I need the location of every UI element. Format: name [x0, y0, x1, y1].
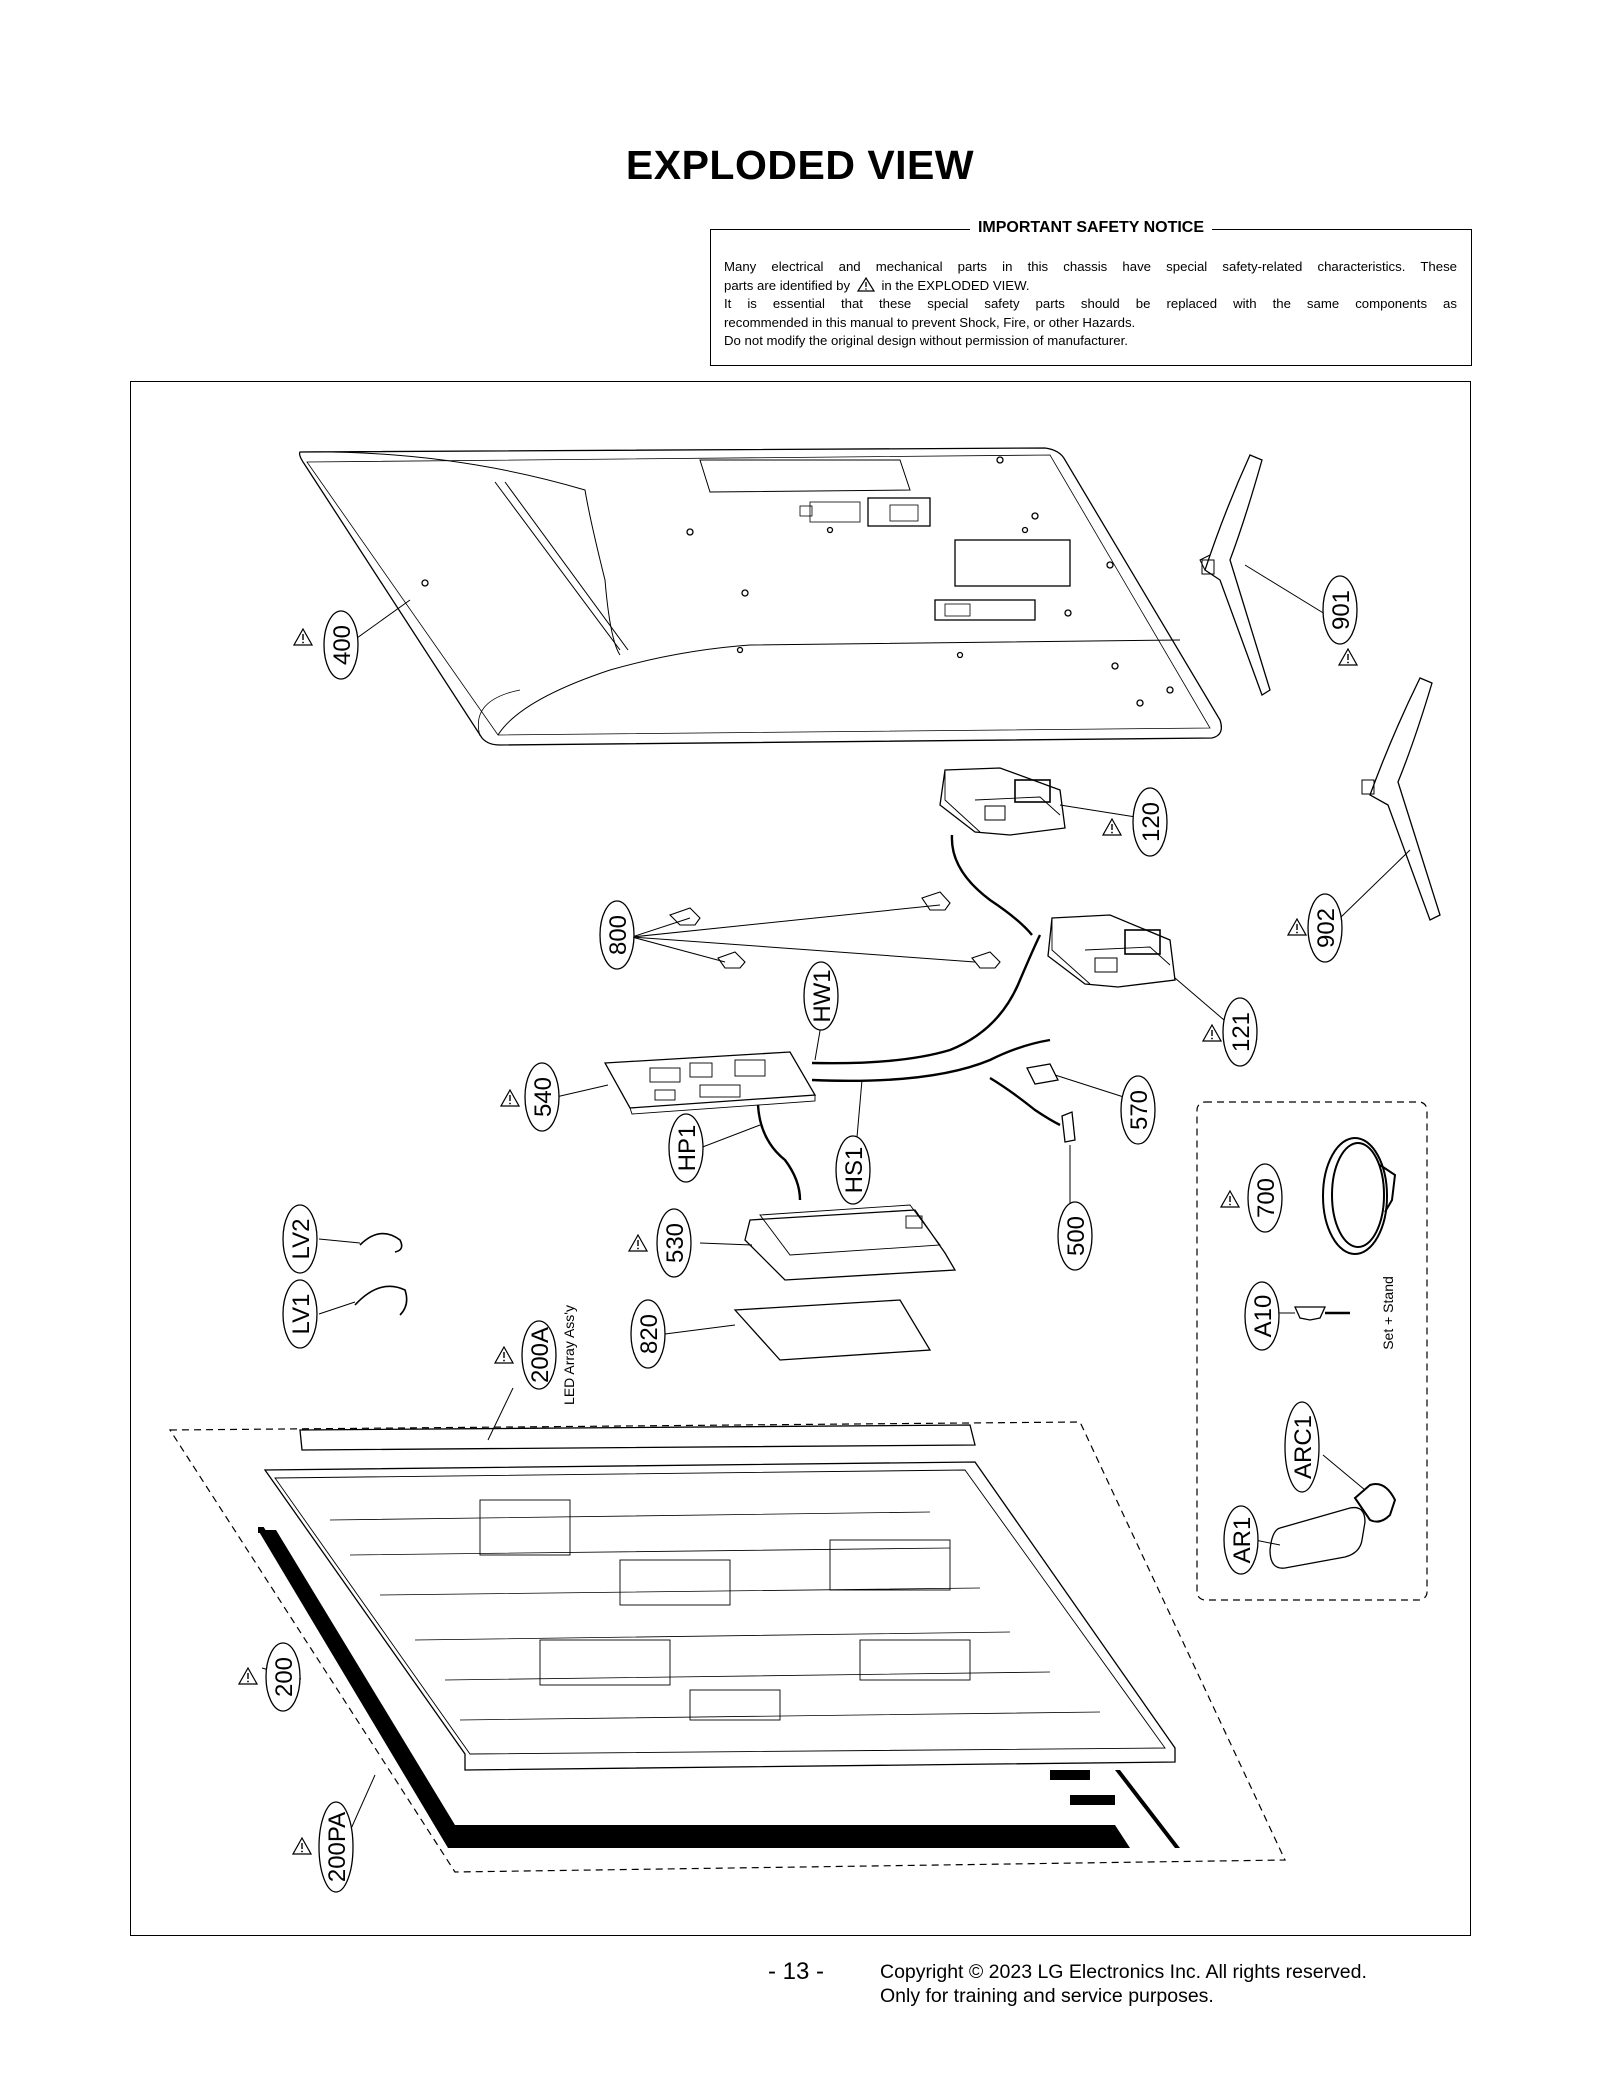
- part-label-hp1: HP1: [674, 1125, 701, 1172]
- part-label-120: 120: [1138, 802, 1165, 842]
- safety-notice-body: Many electrical and mechanical parts in …: [724, 258, 1457, 351]
- notice-line: recommended in this manual to prevent Sh…: [724, 314, 1136, 330]
- clip-800-parts: [668, 891, 1001, 969]
- warning-triangle-icon: [238, 1667, 258, 1685]
- part-label-820: 820: [636, 1314, 663, 1354]
- stand-901-part: [1199, 454, 1271, 696]
- part-label-hs1: HS1: [841, 1147, 868, 1194]
- set-stand-box: [1196, 1101, 1428, 1601]
- warning-triangle-icon: [1102, 818, 1122, 836]
- panel-dashed-outline: [168, 1421, 1286, 1873]
- safety-notice-title: IMPORTANT SAFETY NOTICE: [969, 219, 1213, 236]
- part-label-arc1: ARC1: [1290, 1415, 1317, 1479]
- lv-cables: [354, 1232, 408, 1316]
- part-label-902: 902: [1313, 908, 1340, 948]
- shield-530-part: [744, 1204, 957, 1281]
- stand-902-part: [1361, 677, 1441, 921]
- copyright-line: Only for training and service purposes.: [880, 1985, 1214, 2007]
- screw-a10-part: [1293, 1306, 1350, 1321]
- warning-triangle-icon: [292, 1837, 312, 1855]
- main-board-540-part: [603, 1051, 817, 1115]
- part-label-200pa: 200PA: [324, 1812, 351, 1882]
- diagram-frame: [130, 381, 1471, 1936]
- part-label-200a: 200A: [527, 1327, 554, 1383]
- part-label-ar1: AR1: [1229, 1517, 1256, 1564]
- page-number: - 13 -: [768, 1958, 825, 1985]
- panel-frame-part: [263, 1461, 1176, 1771]
- warning-triangle-icon: [293, 628, 313, 646]
- warning-triangle-icon: [628, 1234, 648, 1252]
- back-cover-part: [298, 447, 1223, 746]
- warning-triangle-icon: [494, 1346, 514, 1364]
- notice-line: It is essential that these special safet…: [724, 296, 1457, 311]
- part-label-901: 901: [1328, 590, 1355, 630]
- cable-hw1-hs1: [756, 834, 1061, 1201]
- warning-triangle-icon: [1220, 1190, 1240, 1208]
- part-label-700: 700: [1253, 1178, 1280, 1218]
- notice-line: Do not modify the original design withou…: [724, 333, 1128, 348]
- warning-triangle-icon: [1338, 648, 1358, 666]
- part-label-800: 800: [605, 915, 632, 955]
- panel-200PA-frame: [258, 1530, 1130, 1848]
- part-label-lv1: LV1: [288, 1294, 315, 1335]
- part-label-400: 400: [329, 625, 356, 665]
- sheet-820-part: [733, 1299, 932, 1361]
- remote-ar1-part: [1269, 1483, 1397, 1569]
- safety-notice: IMPORTANT SAFETY NOTICE Many electrical …: [710, 219, 1472, 366]
- warning-triangle-icon: [1202, 1024, 1222, 1042]
- part-label-hw1: HW1: [809, 969, 836, 1022]
- annotation-set-stand: Set + Stand: [1380, 1276, 1396, 1350]
- warning-triangle-icon: [500, 1089, 520, 1107]
- part-label-121: 121: [1228, 1012, 1255, 1052]
- part-label-a10: A10: [1250, 1295, 1277, 1338]
- notice-line: parts are identified by in the EXPLODED …: [724, 276, 1030, 293]
- copyright: Copyright © 2023 LG Electronics Inc. All…: [880, 1960, 1367, 2008]
- warning-triangle-icon: [1287, 918, 1307, 936]
- warning-triangle-icon: [856, 276, 875, 292]
- annotation-led-array: LED Array Ass'y: [561, 1305, 577, 1405]
- part-label-lv2: LV2: [288, 1219, 315, 1260]
- notice-line: Many electrical and mechanical parts in …: [724, 259, 1457, 274]
- copyright-line: Copyright © 2023 LG Electronics Inc. All…: [880, 1961, 1367, 1983]
- led-array-bar: [299, 1424, 976, 1451]
- board-570-part: [1026, 1063, 1059, 1085]
- part-label-500: 500: [1063, 1216, 1090, 1256]
- part-label-530: 530: [662, 1223, 689, 1263]
- power-board-120-part: [939, 767, 1066, 836]
- page-title: EXPLODED VIEW: [625, 142, 975, 188]
- part-label-540: 540: [530, 1077, 557, 1117]
- power-board-121-part: [1047, 914, 1176, 988]
- part-label-200: 200: [271, 1657, 298, 1697]
- part-label-570: 570: [1126, 1090, 1153, 1130]
- ir-board-500-part: [1061, 1111, 1076, 1143]
- power-cord-700-part: [1322, 1137, 1397, 1255]
